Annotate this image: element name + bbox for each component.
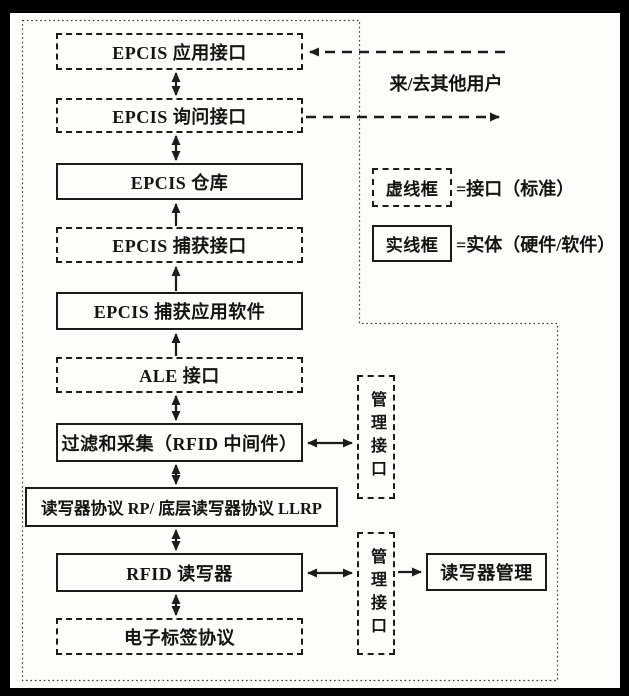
box-epcis-query-interface: EPCIS 询问接口 [56,98,303,133]
box-reader-protocol-rp-llrp: 读写器协议 RP/ 底层读写器协议 LLRP [25,487,338,527]
box-label: 读写器协议 RP/ 底层读写器协议 LLRP [41,499,322,518]
external-users-label: 来/去其他用户 [366,70,526,96]
legend-solid-meaning: =实体（硬件/软件） [456,225,615,262]
box-rfid-reader: RFID 读写器 [56,553,303,592]
box-label: 管理接口 [368,391,385,483]
legend-dashed-meaning: =接口（标准） [456,168,574,207]
legend-sample-label: 虚线框 [385,180,439,199]
external-users-text: 来/去其他用户 [389,74,503,94]
box-reader-management: 读写器管理 [426,553,547,591]
box-label: RFID 读写器 [126,563,233,584]
legend-meaning-text: =接口（标准） [456,178,575,199]
box-management-interface-top: 管理接口 [357,375,395,499]
box-filtering-collection-middleware: 过滤和采集（RFID 中间件） [56,423,303,462]
box-epcis-capture-application: EPCIS 捕获应用软件 [56,292,303,330]
box-label: 管理接口 [368,547,385,640]
box-tag-protocol: 电子标签协议 [56,618,303,655]
box-label: ALE 接口 [139,366,220,386]
box-management-interface-bottom: 管理接口 [357,532,395,655]
box-label: EPCIS 应用接口 [112,42,247,63]
legend-sample-label: 实线框 [385,236,439,255]
box-ale-interface: ALE 接口 [56,357,303,393]
box-epcis-capture-interface: EPCIS 捕获接口 [56,227,303,263]
box-label: EPCIS 仓库 [130,172,229,193]
legend-solid-sample-box: 实线框 [372,225,452,262]
legend-dashed-sample-box: 虚线框 [372,168,452,207]
box-epcis-repository: EPCIS 仓库 [56,163,303,200]
legend-meaning-text: =实体（硬件/软件） [456,234,616,255]
box-label: 电子标签协议 [124,627,235,648]
box-label: EPCIS 捕获应用软件 [93,302,266,322]
box-label: 读写器管理 [440,563,533,583]
box-label: EPCIS 询问接口 [112,106,247,127]
box-epcis-application-interface: EPCIS 应用接口 [56,33,303,70]
box-label: 过滤和采集（RFID 中间件） [61,433,298,454]
box-label: EPCIS 捕获接口 [112,236,247,256]
